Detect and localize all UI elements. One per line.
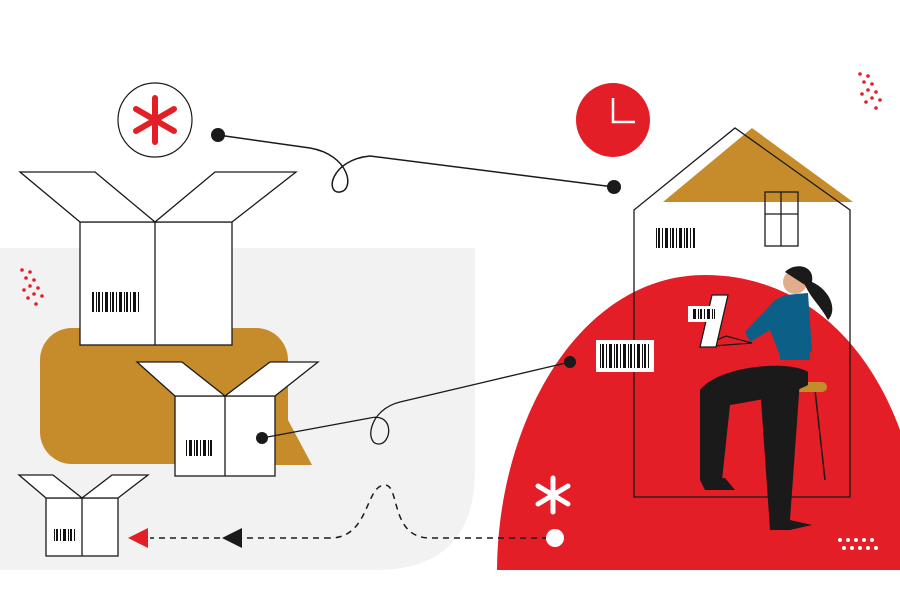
barcode-icon (655, 228, 695, 248)
house-roof (663, 128, 853, 202)
route-line-top (217, 134, 615, 193)
route-dot (607, 180, 621, 194)
medium-box (135, 361, 320, 477)
dot-pattern (858, 72, 882, 110)
house-window (764, 191, 799, 247)
asterisk-badge (117, 82, 193, 158)
barcode-icon (596, 340, 654, 372)
route-dot (564, 356, 576, 368)
route-dot (211, 128, 225, 142)
arrow-left-icon (128, 528, 148, 548)
dot-pattern (20, 268, 44, 306)
route-dot (256, 432, 268, 444)
house-outline (633, 127, 851, 498)
dot-pattern (838, 538, 878, 550)
barcode-icon (52, 529, 76, 541)
arrow-left-icon (222, 528, 242, 548)
asterisk-icon (535, 475, 571, 515)
asterisk-icon (133, 95, 177, 145)
route-line-middle (261, 361, 571, 445)
large-box (18, 171, 298, 346)
route-origin-dot (546, 529, 564, 547)
small-box (17, 474, 150, 557)
clock-icon (576, 83, 650, 157)
person-working (688, 266, 833, 530)
